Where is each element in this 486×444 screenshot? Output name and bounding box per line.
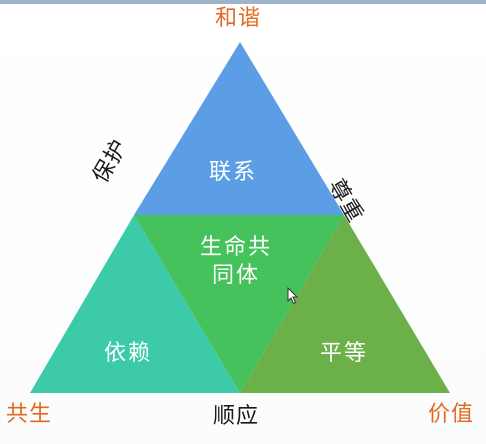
- bottom-left-label: 共生: [6, 402, 53, 427]
- top-border: [0, 0, 486, 4]
- bottom-left-triangle: [30, 215, 240, 393]
- bottom-right-label: 价值: [428, 402, 475, 427]
- mouse-cursor-icon: [287, 287, 299, 305]
- top-outer-label: 和谐: [215, 6, 262, 31]
- top-triangle: [134, 42, 344, 215]
- bottom-right-triangle-label: 平等: [320, 341, 369, 366]
- center-triangle-line-1: 生命共: [200, 235, 273, 260]
- bottom-right-triangle: [240, 215, 450, 393]
- center-triangle: [134, 215, 344, 393]
- top-triangle-label: 联系: [209, 160, 258, 185]
- bottom-left-triangle-label: 依赖: [104, 341, 153, 366]
- center-triangle-line-2: 同体: [212, 262, 261, 288]
- bottom-center-label: 顺应: [213, 404, 260, 429]
- center-triangle-label: 生命共 同体: [200, 234, 272, 289]
